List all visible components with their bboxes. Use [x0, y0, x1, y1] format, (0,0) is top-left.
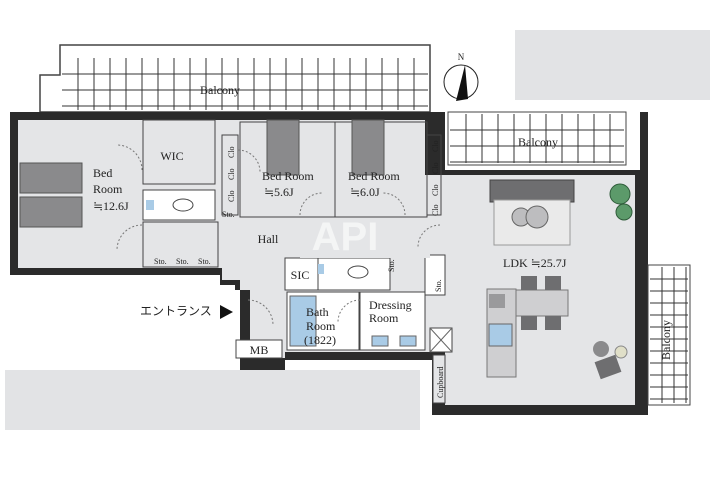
clo-label: Clo — [227, 190, 236, 202]
neighbor-block — [5, 370, 420, 430]
balcony-top — [39, 44, 431, 113]
bedroom1-label: Room — [93, 182, 123, 196]
bathtub-icon — [289, 295, 317, 347]
clo-label: Clo — [431, 140, 440, 152]
bath-size: (1822) — [304, 333, 336, 347]
north-arrow-icon: N — [443, 52, 479, 101]
dressing-label: Dressing — [369, 298, 412, 312]
clo-label: Clo — [431, 184, 440, 196]
sto-label: Sto. — [176, 257, 189, 266]
bedroom2-size: ≒5.6J — [264, 185, 294, 199]
furniture — [19, 119, 633, 380]
mb-label: MB — [250, 343, 269, 357]
bath-label: Room — [306, 319, 336, 333]
plant-icon — [609, 183, 631, 205]
balcony-top-label: Balcony — [200, 83, 240, 97]
sto-label: Sto. — [434, 279, 443, 292]
toilet-icon — [172, 198, 194, 212]
sic-label: SIC — [291, 268, 310, 282]
clo-label: Clo — [431, 204, 440, 216]
sto-label: Sto. — [222, 210, 235, 219]
sto-label: Sto. — [387, 259, 396, 272]
sto-label: Sto. — [154, 257, 167, 266]
balcony-right-label: Balcony — [659, 320, 673, 360]
neighbor-block — [515, 30, 710, 100]
ldk-label: LDK ≒25.7J — [503, 256, 567, 270]
balcony-right — [647, 264, 691, 406]
clo-label: Clo — [431, 162, 440, 174]
balcony-mid — [447, 111, 627, 166]
wic-label: WIC — [160, 149, 183, 163]
plant-icon — [615, 203, 633, 221]
entrance-label: エントランス — [140, 304, 212, 318]
compass-label: N — [458, 52, 465, 62]
entrance-arrow-icon — [220, 305, 233, 319]
door-swings — [116, 144, 441, 326]
bedroom1-label: Bed — [93, 166, 112, 180]
dressing-label: Room — [369, 311, 399, 325]
cupboard-label: Cupboard — [436, 366, 445, 398]
bath-label: Bath — [306, 305, 329, 319]
clo-label: Clo — [227, 168, 236, 180]
toilet-icon — [347, 265, 369, 279]
bedroom3-size: ≒6.0J — [350, 185, 380, 199]
sto-label: Sto. — [198, 257, 211, 266]
hall-label: Hall — [258, 232, 279, 246]
bedroom1-size: ≒12.6J — [93, 199, 129, 213]
sink-icon — [488, 323, 513, 347]
bedroom2-label: Bed Room — [262, 169, 314, 183]
watermark: API — [312, 215, 379, 259]
clo-label: Clo — [227, 146, 236, 158]
bedroom3-label: Bed Room — [348, 169, 400, 183]
balcony-mid-label: Balcony — [518, 135, 558, 149]
